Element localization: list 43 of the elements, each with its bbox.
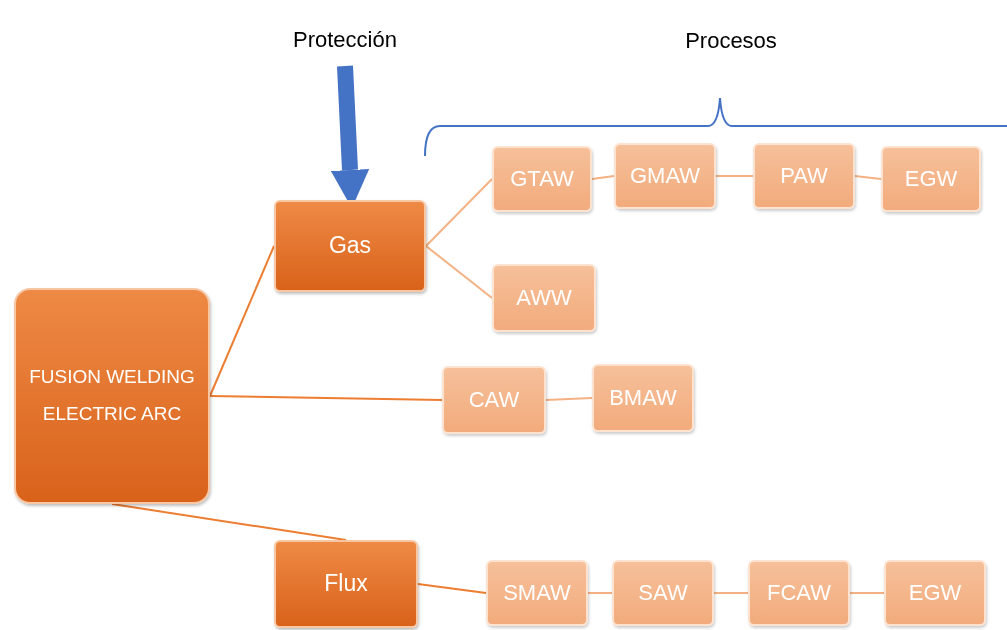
box-text: SMAW [503,578,571,607]
box-text: Gas [328,231,372,261]
connector-line [591,175,615,180]
connector-line [417,583,487,594]
process-box [442,366,546,434]
box-text: CAW [468,385,520,414]
connector-line [425,178,493,247]
process-box [486,560,588,626]
process-box [614,143,716,209]
process-box [884,560,986,626]
connector-line [209,395,443,401]
process-box [612,560,714,626]
process-box [492,264,596,332]
box-text: EGW [908,578,962,607]
connector-line [111,503,347,541]
box-text: SAW [638,578,688,607]
box-text: EGW [904,164,958,193]
box-text: FCAW [767,578,831,607]
box-text: GTAW [510,164,574,193]
box-text: BMAW [609,383,677,412]
process-box [274,540,418,628]
box-text: Flux [324,569,368,599]
box-text: ELECTRIC ARC [42,402,182,426]
process-box [492,146,592,212]
connector-line [849,592,885,594]
box-text: PAW [780,161,828,190]
process-box [274,200,426,292]
process-box [748,560,850,626]
connector-line [587,592,613,594]
connector-line [713,592,749,594]
process-box [14,288,210,504]
connector-line [715,175,754,177]
process-box [592,364,694,432]
box-text: FUSION WELDING [29,365,195,390]
connector-line [425,245,493,299]
box-text: AWW [516,283,572,312]
box-text: Protección [293,25,397,54]
process-box [753,143,855,209]
connector-line [854,175,882,180]
connector-line [209,245,275,397]
connector-line [545,397,593,401]
process-box [881,146,981,212]
box-text: GMAW [629,161,701,190]
